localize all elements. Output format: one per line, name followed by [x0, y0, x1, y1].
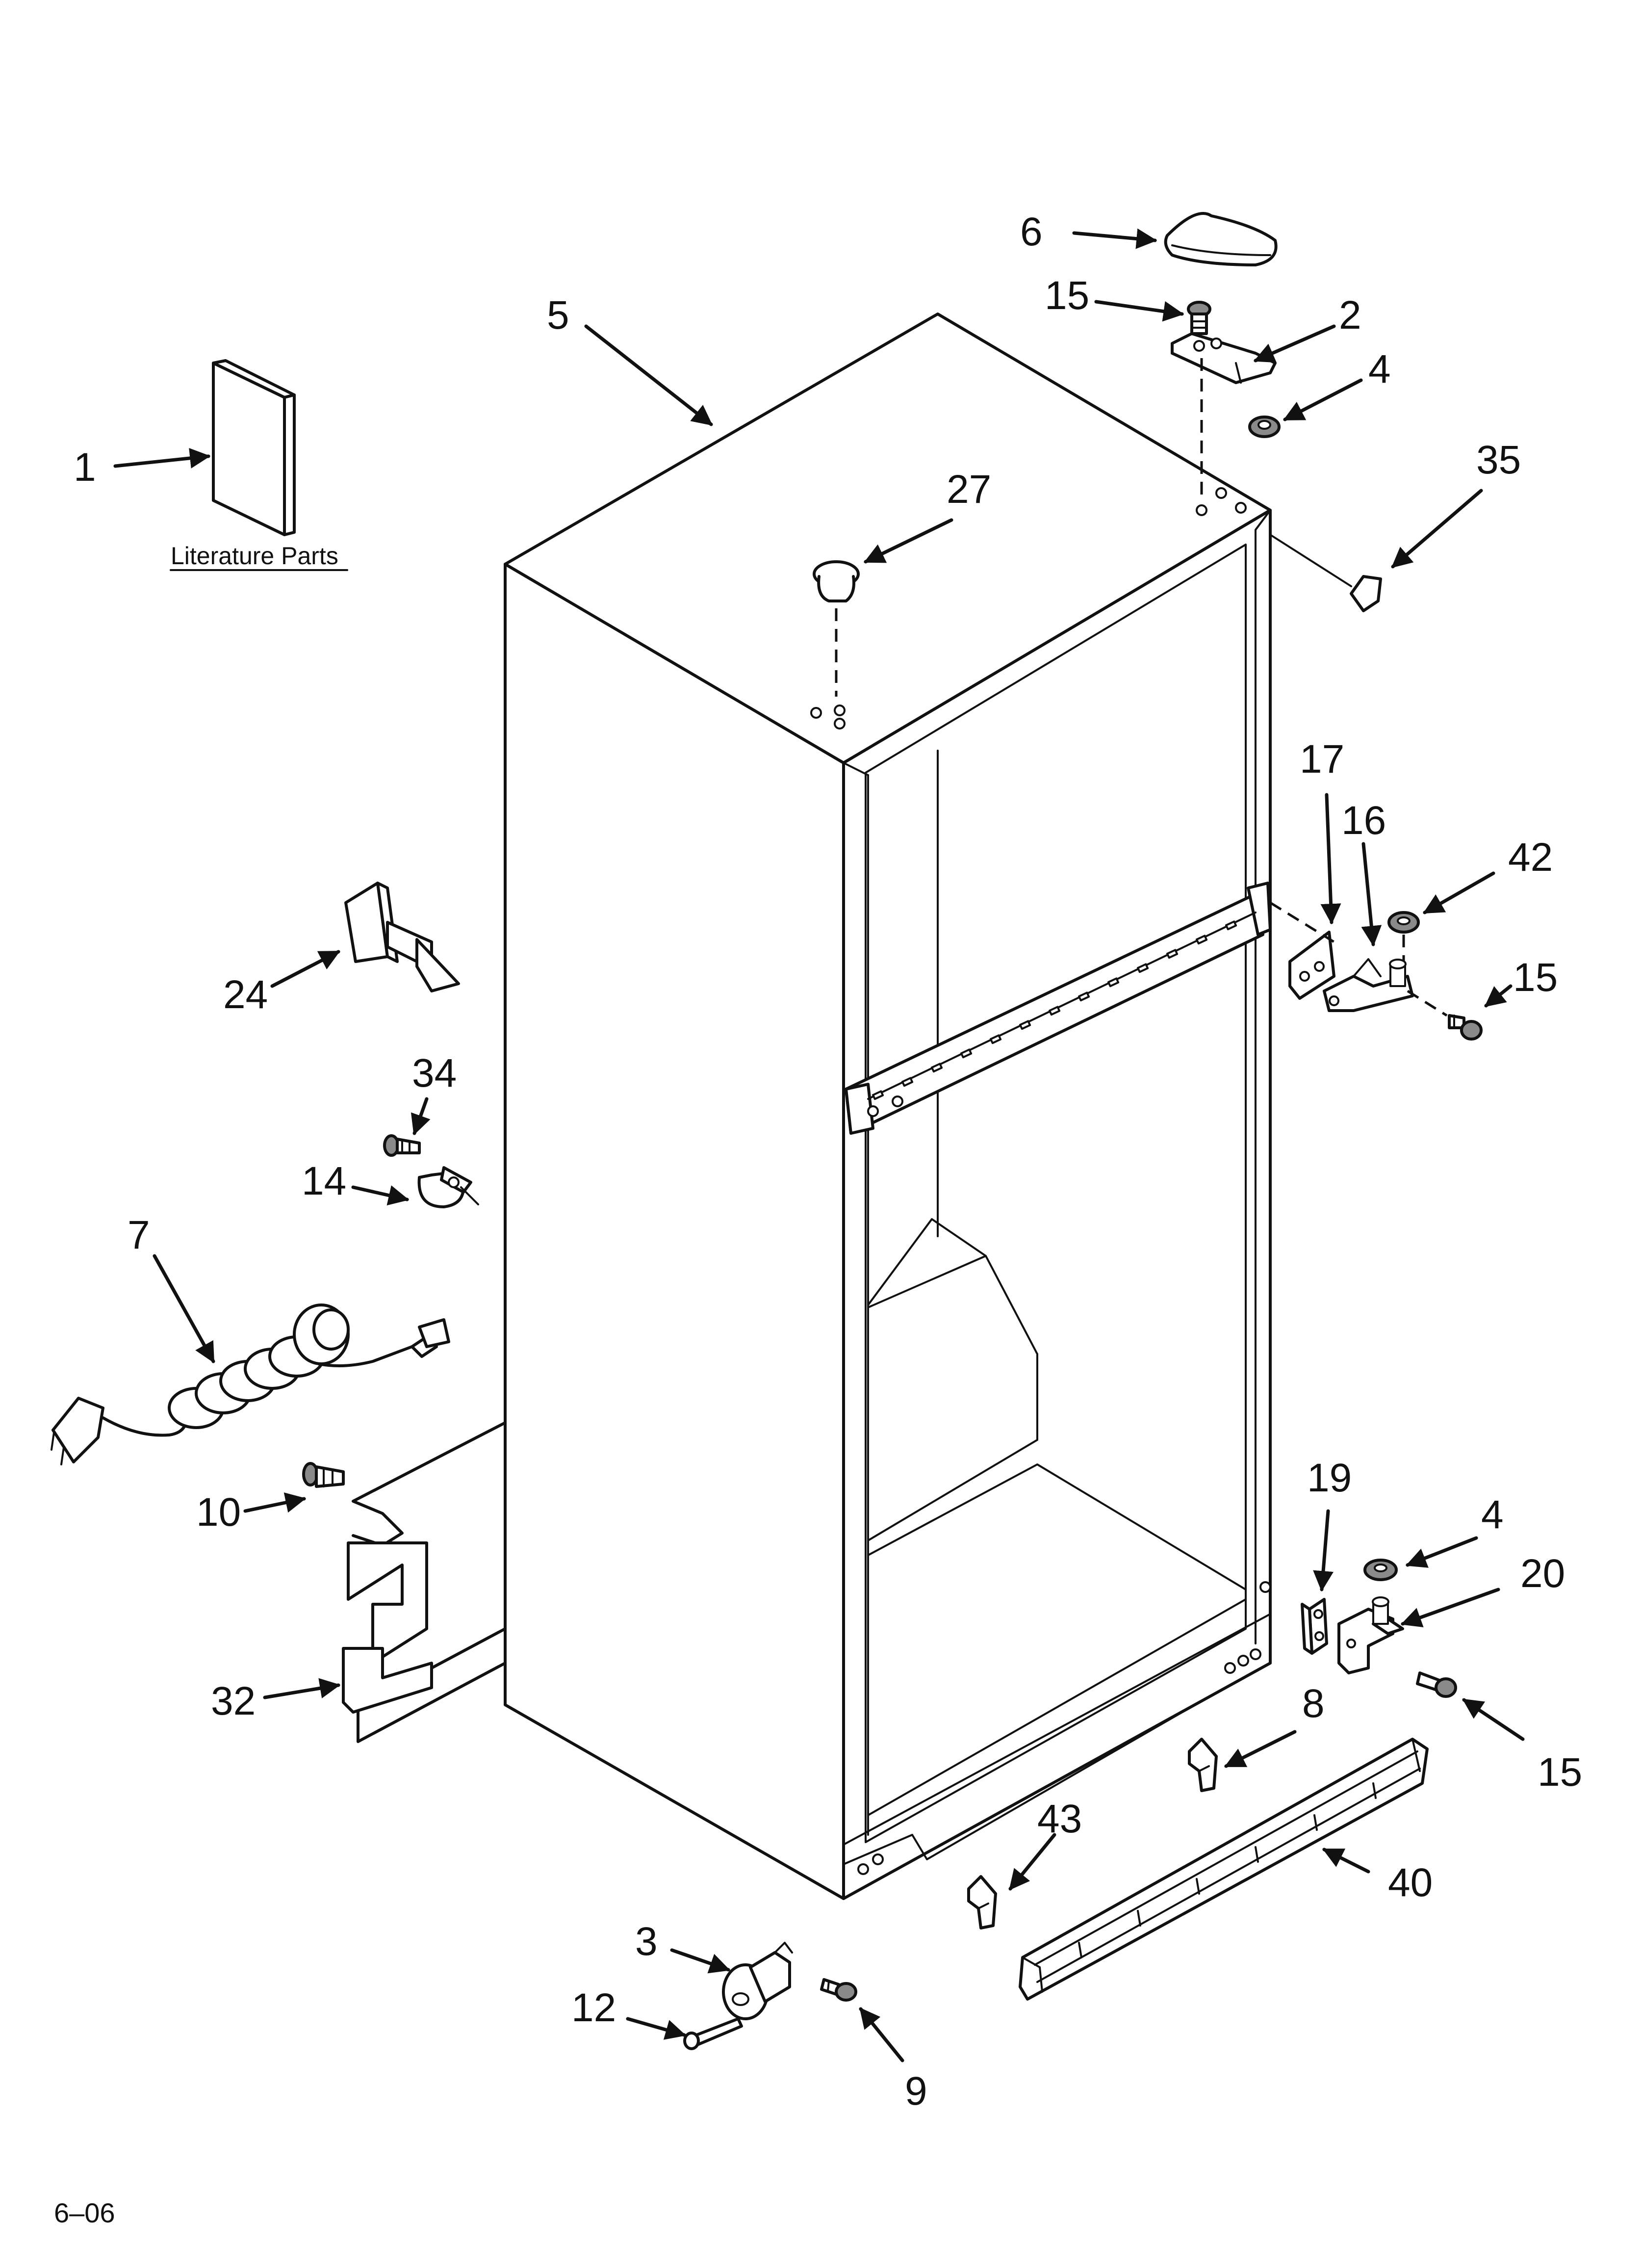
callout-8: 8: [1302, 1681, 1325, 1726]
callout-40: 40: [1388, 1860, 1433, 1905]
callout-4-top: 4: [1368, 347, 1391, 391]
callout-1: 1: [74, 445, 96, 490]
leveling-roller: [722, 1942, 793, 2020]
grille-clip-left: [967, 1875, 997, 1929]
callout-16: 16: [1341, 798, 1386, 843]
center-hinge: [1323, 958, 1414, 1012]
leader-lines: [113, 228, 1525, 2062]
center-mullion-rail: [845, 882, 1272, 1135]
top-plug: [813, 560, 860, 602]
callout-35: 35: [1476, 438, 1521, 482]
hinge-washer-top: [1248, 416, 1281, 438]
callout-12: 12: [571, 1985, 616, 2030]
center-hinge-shim: [1288, 931, 1335, 1000]
roller-screw: [820, 1978, 857, 2002]
cord-clamp-screw: [383, 1134, 421, 1157]
top-hinge-cover: [1164, 212, 1278, 266]
callout-34: 34: [412, 1051, 457, 1095]
callout-43: 43: [1037, 1797, 1082, 1841]
callout-20: 20: [1520, 1551, 1565, 1596]
callout-9: 9: [905, 2069, 927, 2113]
callout-15-top: 15: [1045, 273, 1089, 318]
callout-15-bottom: 15: [1538, 1750, 1582, 1795]
power-cord: [51, 1303, 450, 1465]
hinge-screw-bottom: [1416, 1671, 1457, 1698]
revision-code: 6–06: [54, 2197, 115, 2228]
callout-15-center: 15: [1513, 955, 1558, 1000]
callout-14: 14: [302, 1159, 346, 1203]
toe-grille: [1019, 1738, 1429, 2001]
callout-19: 19: [1307, 1456, 1352, 1500]
roller-pin: [683, 2017, 743, 2050]
hinge-screw-center: [1448, 1014, 1483, 1041]
callout-labels: 1 2 3 4 4 5 6 7 8 9 10 12 14 15 15 15 16…: [74, 209, 1582, 2113]
top-corner-clip: [1269, 534, 1382, 612]
callout-4-bottom: 4: [1481, 1492, 1504, 1537]
callout-10: 10: [196, 1490, 241, 1535]
callout-17: 17: [1300, 737, 1344, 782]
hinge-washer-center: [1387, 911, 1420, 934]
hinge-screw-top: [1187, 301, 1211, 335]
callout-24: 24: [223, 972, 268, 1017]
cabinet: [504, 313, 1272, 1900]
callout-7: 7: [128, 1213, 150, 1257]
hinge-washer-bottom: [1363, 1559, 1398, 1581]
grille-clip-right: [1188, 1738, 1218, 1792]
cord-clamp: [417, 1166, 479, 1208]
callout-5: 5: [547, 293, 569, 338]
callout-42: 42: [1508, 835, 1553, 880]
bottom-hinge: [1337, 1596, 1404, 1674]
bottom-hinge-shim: [1301, 1598, 1328, 1655]
literature-parts-caption: Literature Parts: [171, 542, 338, 570]
rear-access-panel: [342, 1421, 507, 1743]
panel-screw: [302, 1462, 345, 1488]
door-stop-bumper: [344, 882, 460, 992]
callout-32: 32: [211, 1679, 256, 1723]
literature-booklet: [212, 359, 296, 536]
callout-2: 2: [1339, 293, 1361, 338]
top-hinge: [1171, 332, 1277, 384]
callout-27: 27: [947, 467, 991, 512]
callout-6: 6: [1020, 209, 1043, 254]
callout-3: 3: [635, 1919, 658, 1964]
